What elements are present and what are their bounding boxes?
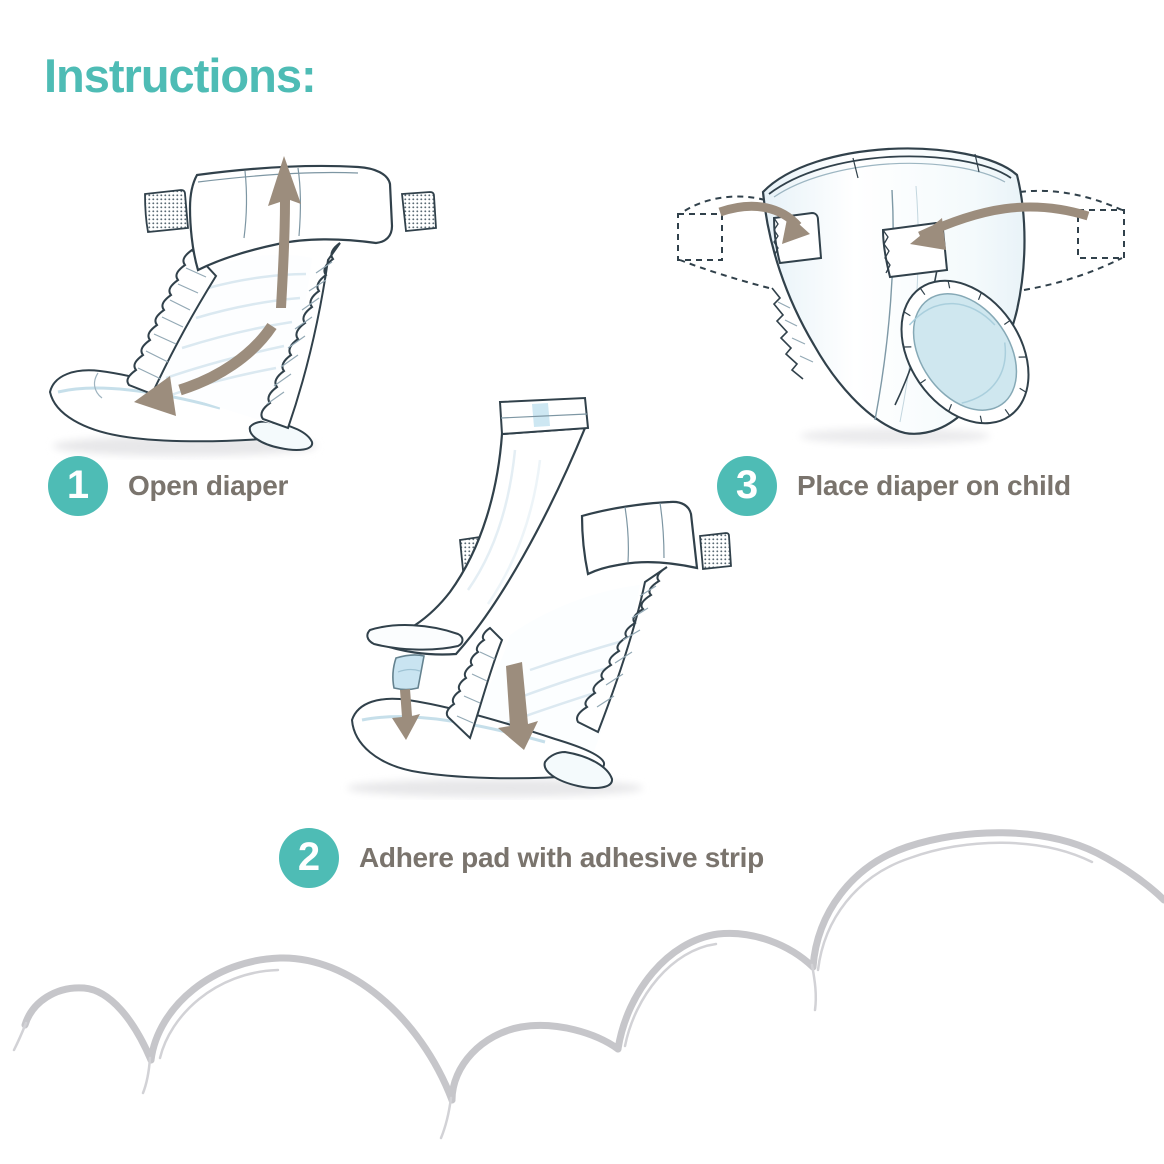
left-gather-ticks [777, 301, 814, 363]
fastened-right-tab-serration [882, 229, 891, 274]
open-down-curve-arrowhead [134, 376, 176, 416]
illustration-open-diaper [48, 156, 437, 456]
right-cuff-gathers [596, 585, 657, 708]
right-pull-arrowhead [910, 218, 946, 250]
adhesive-strip-fold [397, 669, 421, 673]
back-waistband [188, 164, 394, 272]
spread-notch [93, 372, 103, 399]
pad-bottom-flap [366, 624, 464, 651]
step-3: 3 Place diaper on child [717, 456, 1071, 516]
fastened-left-tab-serration [773, 217, 779, 255]
small-down-arrow-icon [392, 689, 420, 740]
waist-opening-rim [768, 155, 1012, 195]
right-cuff-gathers [266, 261, 333, 405]
step-1-badge: 1 [48, 456, 108, 516]
left-pull-arrowhead [782, 214, 810, 244]
absorbent-channel [140, 254, 312, 424]
right-leg-cuff [576, 566, 668, 734]
step-1-label: Open diaper [128, 470, 289, 501]
right-fastener-tab [401, 191, 437, 232]
open-up-arrow-icon [268, 156, 301, 308]
rim-fold-2 [974, 153, 980, 173]
diaper-foot-flap [543, 750, 613, 789]
right-fastener-tab [699, 532, 732, 570]
left-gather-ruffle [771, 287, 804, 380]
pad-surface-lines [466, 449, 542, 605]
leg-opening-scallops [903, 280, 1027, 424]
left-fastener-tab [144, 189, 189, 233]
waistband-folds [624, 502, 665, 563]
back-waistband [580, 500, 699, 576]
spread-tint [57, 386, 221, 410]
waist-rim-inner [773, 162, 1006, 198]
illustration-adhere-pad [347, 396, 732, 797]
step-2-label: Adhere pad with adhesive strip [359, 842, 764, 873]
illustration-diaper-on-child [677, 147, 1125, 444]
step-3-badge: 3 [717, 456, 777, 516]
pad-adhesive-spot [532, 403, 550, 427]
left-cuff-gathers [137, 267, 207, 380]
step-2: 2 Adhere pad with adhesive strip [279, 828, 764, 888]
open-down-curve-arrow-icon [178, 322, 277, 396]
step-3-number: 3 [735, 463, 759, 507]
ground-shadow [53, 436, 317, 456]
left-cuff-gathers [456, 651, 496, 724]
step-3-label: Place diaper on child [797, 470, 1071, 501]
diaper-foot-flap [248, 420, 314, 451]
step-1: 1 Open diaper [48, 456, 288, 516]
page-title: Instructions: [44, 49, 317, 102]
ground-shadow [800, 428, 990, 444]
pad-top-fold-line [500, 413, 588, 419]
step-2-badge: 2 [279, 828, 339, 888]
cloud-outline-strokes [12, 829, 1164, 1140]
step-1-number: 1 [66, 463, 90, 507]
front-seam [874, 189, 894, 421]
rim-fold-1 [852, 157, 859, 179]
cloud-decoration [12, 829, 1164, 1140]
step-2-number: 2 [297, 835, 321, 879]
leg-opening [900, 279, 1030, 425]
dashed-wing-outlines [677, 189, 1125, 291]
adhesive-strip [392, 654, 425, 691]
large-down-arrow-icon [498, 662, 538, 750]
